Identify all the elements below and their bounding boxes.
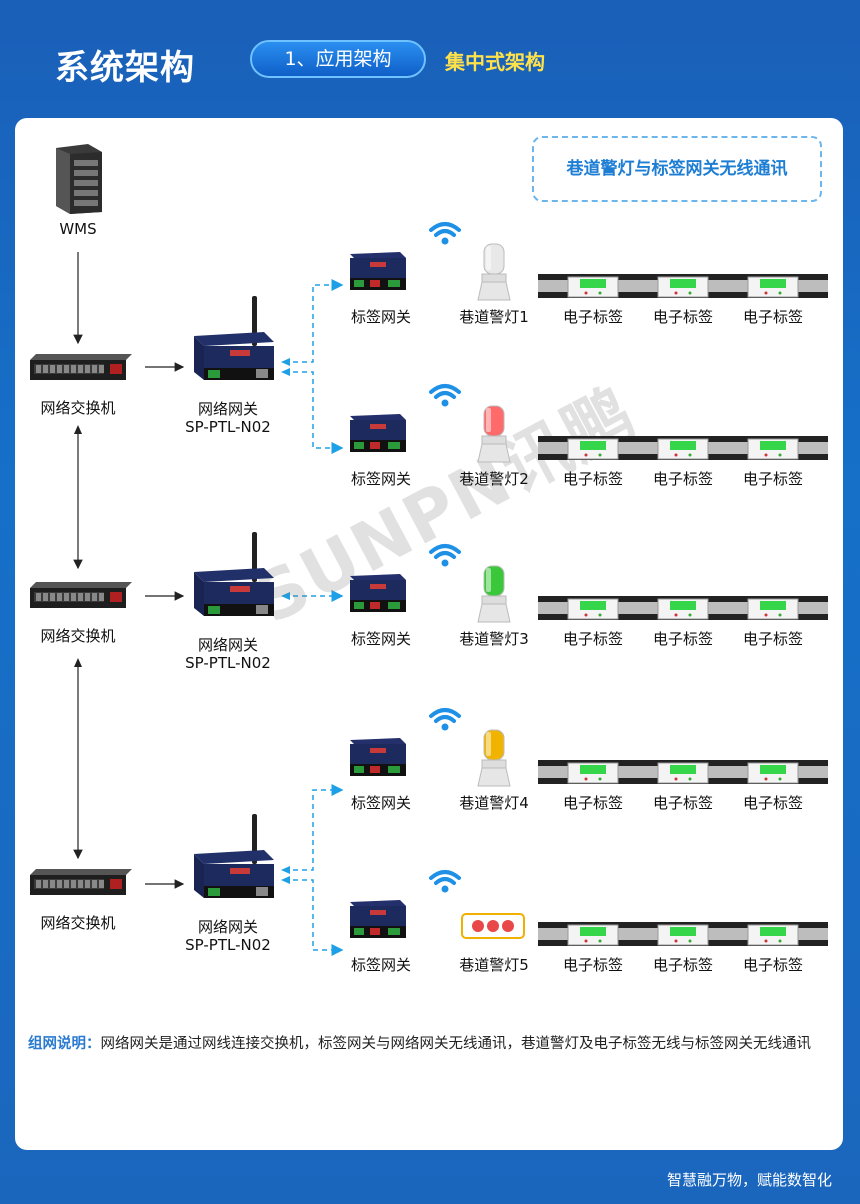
- network-gateway-icon: [186, 532, 276, 626]
- tag-gateway-icon: [346, 896, 408, 944]
- switch-label: 网络交换机: [40, 627, 116, 645]
- electronic-tag-label: 电子标签: [562, 794, 623, 812]
- network-gateway-icon: [186, 814, 276, 908]
- aisle-light-label: 巷道警灯3: [459, 630, 529, 648]
- wifi-icon: [428, 868, 462, 898]
- electronic-tag-label: 电子标签: [652, 470, 713, 488]
- network-description: 组网说明：网络网关是通过网线连接交换机，标签网关与网络网关无线通讯，巷道警灯及电…: [28, 1028, 836, 1060]
- electronic-tag-label: 电子标签: [742, 308, 803, 326]
- electronic-tag-label: 电子标签: [652, 794, 713, 812]
- tag-gateway-label: 标签网关: [350, 308, 411, 326]
- section-subtitle: 集中式架构: [445, 50, 545, 74]
- tag-gateway-label: 标签网关: [350, 470, 411, 488]
- tag-gateway-label: 标签网关: [350, 956, 411, 974]
- wifi-icon: [428, 706, 462, 736]
- gateway-model: SP-PTL-N02: [185, 654, 271, 672]
- electronic-tag-label: 电子标签: [562, 630, 623, 648]
- electronic-tag-label: 电子标签: [652, 308, 713, 326]
- electronic-tag-rail: [538, 590, 828, 630]
- switch-label: 网络交换机: [40, 914, 116, 932]
- note-box: 巷道警灯与标签网关无线通讯: [532, 136, 822, 202]
- page-title: 系统架构: [55, 48, 195, 88]
- electronic-tag-label: 电子标签: [742, 630, 803, 648]
- network-switch-icon: [28, 867, 132, 901]
- network-switch-icon: [28, 352, 132, 386]
- tag-gateway-icon: [346, 248, 408, 296]
- electronic-tag-rail: [538, 430, 828, 470]
- tag-gateway-label: 标签网关: [350, 794, 411, 812]
- aisle-warning-light-icon: [474, 726, 514, 792]
- aisle-warning-light-icon: [474, 240, 514, 306]
- wifi-icon: [428, 542, 462, 572]
- electronic-tag-label: 电子标签: [562, 308, 623, 326]
- tag-gateway-icon: [346, 410, 408, 458]
- aisle-light-label: 巷道警灯2: [459, 470, 529, 488]
- electronic-tag-label: 电子标签: [742, 470, 803, 488]
- aisle-warning-light-icon: [474, 562, 514, 628]
- aisle-warning-light-icon: [474, 402, 514, 468]
- gateway-model: SP-PTL-N02: [185, 936, 271, 954]
- switch-label: 网络交换机: [40, 399, 116, 417]
- server-label: WMS: [59, 220, 97, 238]
- aisle-light-label: 巷道警灯1: [459, 308, 529, 326]
- aisle-warning-light-icon: [460, 908, 526, 948]
- electronic-tag-rail: [538, 754, 828, 794]
- network-switch-icon: [28, 580, 132, 614]
- gateway-label: 网络网关: [197, 636, 258, 654]
- electronic-tag-label: 电子标签: [652, 630, 713, 648]
- footer-slogan: 智慧融万物，赋能数智化: [666, 1171, 832, 1189]
- description-prefix: 组网说明：: [28, 1036, 101, 1052]
- electronic-tag-label: 电子标签: [562, 956, 623, 974]
- electronic-tag-rail: [538, 268, 828, 308]
- gateway-model: SP-PTL-N02: [185, 418, 271, 436]
- gateway-label: 网络网关: [197, 400, 258, 418]
- electronic-tag-rail: [538, 916, 828, 956]
- aisle-light-label: 巷道警灯4: [459, 794, 529, 812]
- electronic-tag-label: 电子标签: [562, 470, 623, 488]
- section-tab[interactable]: 1、应用架构: [250, 40, 426, 78]
- wifi-icon: [428, 382, 462, 412]
- electronic-tag-label: 电子标签: [742, 956, 803, 974]
- tag-gateway-label: 标签网关: [350, 630, 411, 648]
- tag-gateway-icon: [346, 734, 408, 782]
- server-icon: [56, 144, 102, 214]
- tag-gateway-icon: [346, 570, 408, 618]
- description-text: 网络网关是通过网线连接交换机，标签网关与网络网关无线通讯，巷道警灯及电子标签无线…: [100, 1036, 812, 1052]
- gateway-label: 网络网关: [197, 918, 258, 936]
- network-gateway-icon: [186, 296, 276, 390]
- aisle-light-label: 巷道警灯5: [459, 956, 529, 974]
- electronic-tag-label: 电子标签: [652, 956, 713, 974]
- electronic-tag-label: 电子标签: [742, 794, 803, 812]
- wifi-icon: [428, 220, 462, 250]
